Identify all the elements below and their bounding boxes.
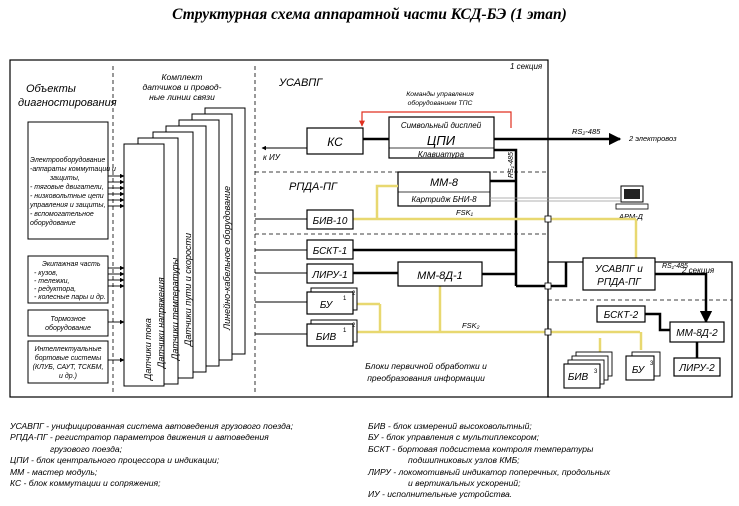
- display-label: Символьный дисплей: [401, 121, 482, 130]
- svg-text:- тележки,: - тележки,: [34, 278, 70, 285]
- mm8d1-label: ММ-8Д-1: [417, 270, 463, 282]
- svg-text:1: 1: [343, 328, 347, 334]
- bu-label: БУ: [320, 300, 334, 311]
- usavpg2-label-2: РПДА-ПГ: [597, 277, 642, 288]
- svg-text:оборудование: оборудование: [30, 219, 76, 227]
- biv10-label: БИВ-10: [313, 216, 348, 227]
- svg-text:- редуктора,: - редуктора,: [34, 285, 76, 293]
- svg-text:оборудование: оборудование: [45, 324, 91, 332]
- ks-label: КС: [327, 135, 343, 149]
- svg-text:- кузов,: - кузов,: [34, 270, 58, 277]
- intel-text: Интеллектуальные бортовые системы (КЛУБ,…: [33, 346, 104, 380]
- rs485-vert-label: RS₁-485: [508, 152, 515, 178]
- crew-box: [27, 255, 109, 304]
- bu3-label: БУ: [632, 365, 646, 376]
- svg-text:-аппараты коммутации и: -аппараты коммутации и: [30, 166, 116, 173]
- svg-text:защиты,: защиты,: [49, 175, 80, 182]
- commands-label-2: оборудованием ТПС: [408, 99, 473, 107]
- section-2-label: 2 секция: [681, 266, 715, 275]
- svg-text:Тормозное: Тормозное: [50, 316, 85, 323]
- svg-text:управления и защиты,: управления и защиты,: [29, 202, 106, 209]
- mm8d2-label: ММ-8Д-2: [676, 328, 718, 339]
- biv10-block: [306, 209, 354, 230]
- objects-header-2: диагностирования: [18, 97, 117, 109]
- svg-text:2: 2: [352, 323, 356, 329]
- sensor-current: Датчики тока: [143, 318, 153, 381]
- bskt1-label: БСКТ-1: [313, 246, 347, 257]
- sensors-header-2: датчиков и провод-: [143, 82, 222, 92]
- svg-text:Интеллектуальные: Интеллектуальные: [34, 346, 101, 353]
- rs485-s2-label: RS₁-485: [662, 263, 688, 270]
- sensor-voltage: Датчики напряжения: [156, 277, 166, 369]
- intel-box: [27, 340, 109, 384]
- svg-text:3: 3: [594, 369, 598, 375]
- cpu-label: ЦПИ: [427, 133, 456, 148]
- sensor-speed: Датчики пути и скорости: [183, 233, 193, 347]
- biv3-label: БИВ: [568, 372, 589, 383]
- svg-text:- тяговые двигатели,: - тяговые двигатели,: [30, 183, 104, 191]
- sensor-stack: Датчики тока Датчики напряжения Датчики …: [123, 107, 246, 387]
- svg-text:- вспомогательное: - вспомогательное: [30, 211, 94, 218]
- cpu-block: [388, 116, 495, 159]
- svg-text:Экипажная часть: Экипажная часть: [42, 261, 101, 268]
- sensor-temperature: Датчики температуры: [170, 257, 180, 361]
- rs485-top-label: RS₂-485: [572, 127, 601, 136]
- mm8-label: ММ-8: [430, 177, 459, 189]
- ks-block: [306, 127, 364, 155]
- bu3-stack: [625, 351, 661, 381]
- section-1-frame: [9, 59, 549, 398]
- rpda-label: РПДА-ПГ: [289, 181, 338, 193]
- computer-icon: [615, 185, 649, 210]
- svg-text:Электрооборудование: Электрооборудование: [30, 156, 105, 164]
- liru2-block: [673, 357, 721, 377]
- svg-text:- колесные пары и др.: - колесные пары и др.: [34, 293, 106, 301]
- svg-text:бортовые системы: бортовые системы: [35, 354, 102, 362]
- brake-text: Тормозное оборудование: [45, 316, 91, 332]
- to-loco-label: 2 электровоз: [628, 134, 677, 143]
- objects-header-1: Объекты: [26, 83, 76, 95]
- biv3-stack: [563, 351, 613, 389]
- svg-text:2: 2: [352, 291, 356, 297]
- electro-box: [27, 121, 109, 240]
- sensors-header-1: Комплект: [162, 72, 203, 82]
- usavpg-header: УСАВПГ: [278, 77, 323, 89]
- commands-label-1: Команды управления: [406, 90, 474, 98]
- crew-text: Экипажная часть - кузов, - тележки, - ре…: [34, 261, 106, 301]
- primary-label-1: Блоки первичной обработки и: [365, 361, 487, 371]
- svg-text:и др.): и др.): [59, 372, 77, 380]
- section-1-label: 1 секция: [510, 62, 543, 71]
- liru1-label: ЛИРУ-1: [311, 270, 348, 281]
- liru2-label: ЛИРУ-2: [678, 363, 715, 374]
- svg-text:1: 1: [343, 296, 347, 302]
- mm8-block: [397, 171, 491, 207]
- svg-text:- низковольтные цепи: - низковольтные цепи: [30, 193, 104, 200]
- sensors-header-3: ные линии связи: [149, 92, 215, 102]
- legend-left: УСАВПГ - унифицированная система автовед…: [10, 421, 294, 489]
- to-iu-label: к ИУ: [263, 153, 281, 162]
- page-title: Структурная схема аппаратной части КСД-Б…: [172, 6, 567, 23]
- arm-label: АРМ-Д: [618, 212, 644, 221]
- svg-text:(КЛУБ, САУТ, ТСКБМ,: (КЛУБ, САУТ, ТСКБМ,: [33, 364, 104, 371]
- primary-label-2: преобразования информации: [367, 373, 485, 383]
- svg-text:3: 3: [650, 361, 654, 367]
- command-line: [359, 111, 512, 128]
- biv-block: [306, 323, 354, 347]
- biv-label: БИВ: [316, 332, 337, 343]
- bskt2-label: БСКТ-2: [604, 310, 639, 321]
- brake-box: [27, 309, 109, 337]
- keyboard-label: Клавиатура: [418, 150, 465, 159]
- fsk1-label: FSK₁: [456, 208, 474, 217]
- usavpg2-label-1: УСАВПГ и: [594, 264, 643, 275]
- cartridge-label: Картридж БНИ-8: [411, 195, 477, 204]
- electro-text: Электрооборудование -аппараты коммутации…: [29, 156, 116, 227]
- bu-block: [306, 291, 354, 315]
- sensor-cable: Линейно-кабельное оборудование: [222, 186, 232, 331]
- legend-right: БИВ - блок измерений высоковольтный; БУ …: [368, 421, 611, 500]
- fsk2-label: FSK₂: [462, 321, 480, 330]
